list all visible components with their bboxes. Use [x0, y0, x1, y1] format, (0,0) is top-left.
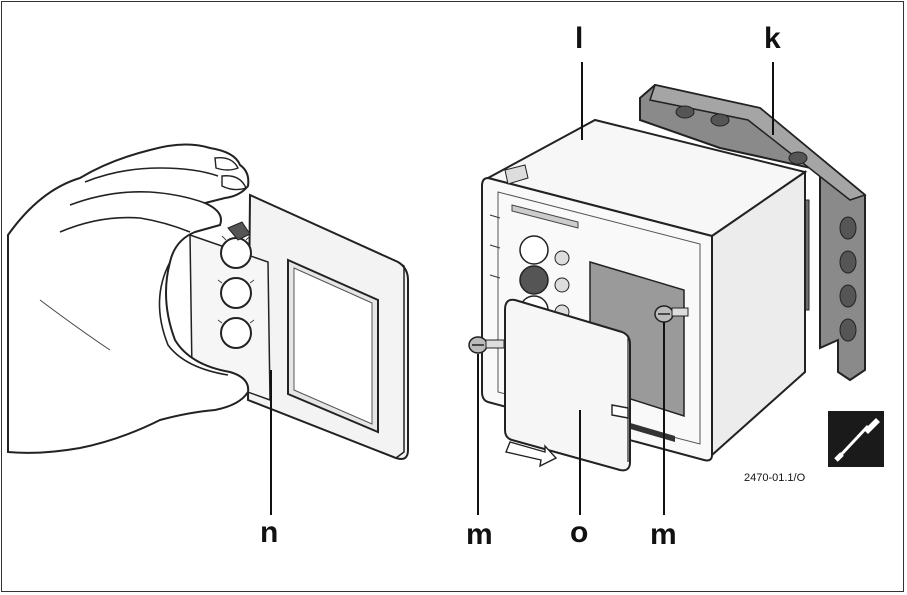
label-k: k: [764, 22, 781, 55]
dial-1: [220, 237, 252, 269]
front-panel-n: [189, 193, 409, 460]
leader-lines: [270, 62, 774, 515]
label-m-left: m: [466, 518, 493, 551]
dial-2: [220, 277, 252, 309]
label-m-right: m: [650, 518, 677, 551]
screw-right: [654, 305, 689, 323]
label-n: n: [260, 516, 279, 549]
screwdriver-icon: [828, 411, 884, 467]
label-o: o: [570, 516, 589, 549]
hand: [7, 143, 250, 454]
module-dial-1: [519, 235, 549, 265]
dial-3: [220, 317, 252, 349]
cover-o: [504, 298, 631, 472]
reference-code: 2470-01.1/O: [744, 472, 806, 484]
screw-left: [468, 336, 505, 354]
module-dial-2: [519, 265, 549, 295]
label-l: l: [575, 22, 584, 55]
